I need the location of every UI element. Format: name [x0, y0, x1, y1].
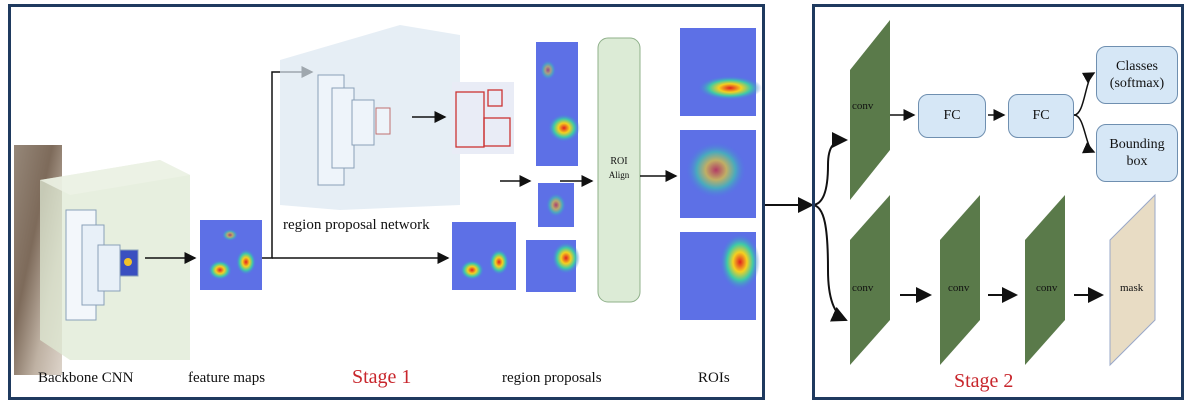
rpn-label: region proposal network: [283, 217, 430, 233]
conv-label-mask-1: conv: [852, 282, 874, 294]
stage2-panel: [812, 4, 1184, 400]
conv-layer-mask-3: [1025, 195, 1065, 365]
fc-box-1: FC: [918, 94, 986, 138]
mask-label: mask: [1120, 282, 1144, 294]
roi-align-block: [597, 37, 641, 303]
conv-label-classifier: conv: [852, 100, 874, 112]
branch-to-mask: [811, 204, 848, 322]
classes-box: Classes (softmax): [1096, 46, 1178, 104]
branch-to-classifier: [811, 132, 848, 206]
softmax-label: (softmax): [1109, 76, 1165, 91]
rois-images: [680, 28, 762, 320]
arrow-fc2-to-classes: [1073, 72, 1096, 116]
roi-align-label-1: ROI: [610, 156, 628, 167]
region-proposals-crops: [526, 42, 580, 292]
box-label: box: [1126, 154, 1148, 169]
feature-map-copy: [452, 222, 516, 290]
fc-box-2: FC: [1008, 94, 1074, 138]
feature-maps-label: feature maps: [188, 370, 266, 386]
conv-layer-mask-2: [940, 195, 980, 365]
backbone-cnn-label: Backbone CNN: [38, 370, 134, 386]
rpn-graphic: [280, 25, 460, 210]
bounding-box-box: Bounding box: [1096, 124, 1178, 182]
fc-box-2-label: FC: [1032, 108, 1050, 124]
arrow-fc2-to-bbox: [1073, 114, 1096, 154]
anchor-boxes-image: [452, 82, 514, 154]
stage2-title: Stage 2: [954, 370, 1014, 392]
feature-map-image: [200, 220, 262, 290]
stage1-title: Stage 1: [352, 366, 412, 388]
conv-layer-mask-1: [850, 195, 890, 365]
backbone-cnn-graphic: [14, 145, 190, 375]
conv-label-mask-3: conv: [1036, 282, 1058, 294]
roi-align-label-2: Align: [608, 170, 630, 180]
conv-layer-classifier: [850, 20, 890, 200]
fc-box-1-label: FC: [943, 108, 961, 124]
region-proposals-label: region proposals: [502, 370, 602, 386]
rois-label: ROIs: [698, 370, 730, 386]
mask-layer: [1109, 193, 1156, 367]
conv-label-mask-2: conv: [948, 282, 970, 294]
classes-label: Classes: [1116, 58, 1158, 74]
bounding-label: Bounding: [1109, 136, 1165, 152]
